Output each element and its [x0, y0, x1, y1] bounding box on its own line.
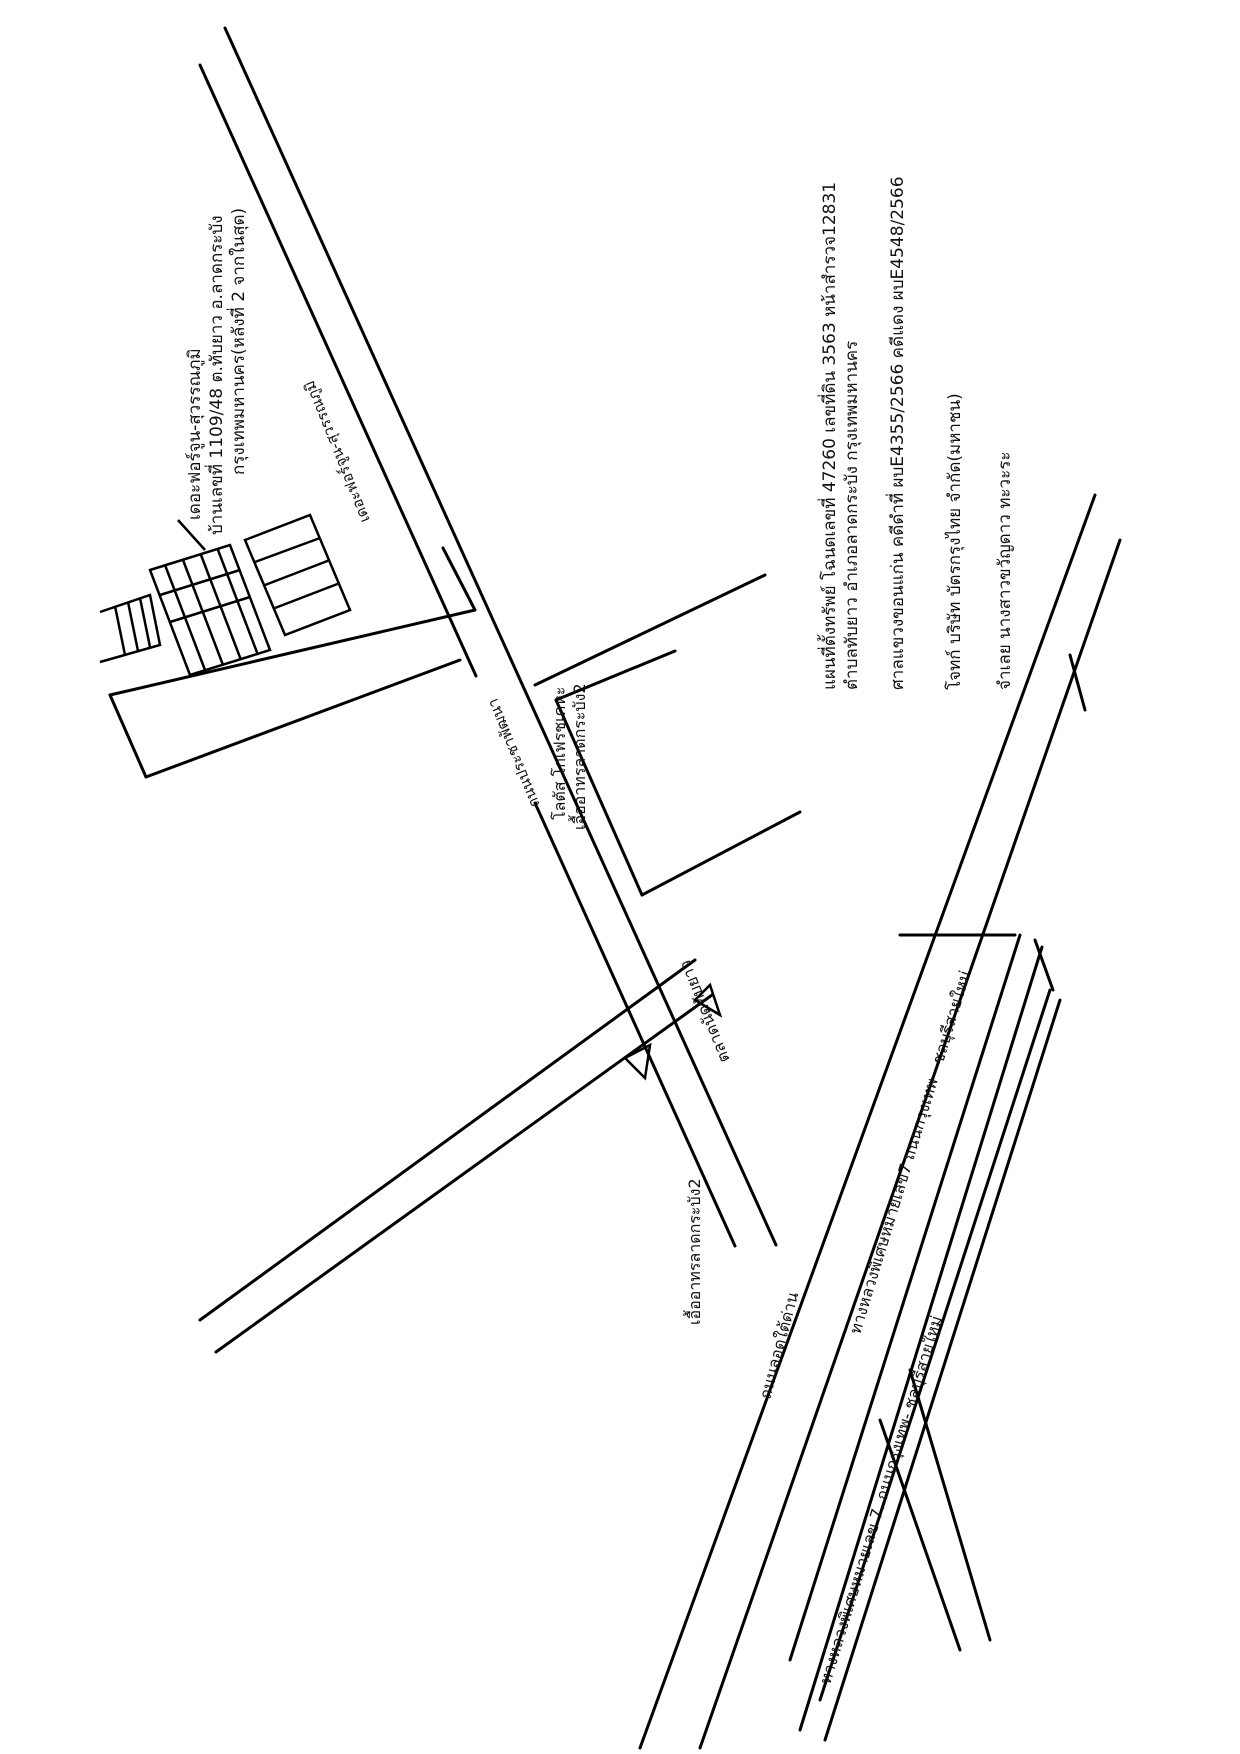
- road-underpass-label: ถนนลอดใต้ด่าน: [756, 1290, 803, 1401]
- road-to-project: [108, 546, 477, 779]
- lat-krabang-housing-2-a: เอื้ออาทรลาดกระบัง2: [568, 683, 589, 830]
- lat-krabang-housing-2-b: เอื้ออาทรลาดกระบัง2: [683, 1178, 704, 1325]
- info-line-4: โจทก์ บริษัท บัตรกรุงไทย จำกัด(มหาชน): [944, 393, 965, 690]
- lotus-label: โลตัส โกเฟรชเคหะ: [550, 687, 569, 820]
- road-prachapattana: [198, 26, 778, 1248]
- motorway: [638, 493, 1122, 1750]
- project-name-road: เดอะฟอร์จูน-สุวรรณภูมิ: [300, 378, 374, 526]
- info-line-5: จำเลย นางสาวขวัญดาว ทะวะระ: [995, 452, 1015, 691]
- property-address-2: กรุงเทพมหานคร(หลังที่ 2 จากในสุด): [226, 208, 249, 475]
- housing-marker: [622, 1042, 652, 1081]
- market-label: ตลาดนัดทับยาว: [675, 957, 733, 1065]
- info-line-1: แผนที่ตั้งทรัพย์ โฉนดเลขที่ 47260 เลขที่…: [817, 182, 840, 690]
- property-address-1: บ้านเลขที่ 1109/48 ต.ทับยาว อ.ลาดกระบัง: [204, 215, 227, 535]
- info-line-3: ศาลแขวงขอนแก่น คดีดำที่ ผบE4355/2566 คดี…: [885, 176, 908, 690]
- project-name-top: เดอะฟอร์จูน-สุวรรณภูมิ: [185, 348, 205, 520]
- info-block: แผนที่ตั้งทรัพย์ โฉนดเลขที่ 47260 เลขที่…: [817, 176, 1015, 690]
- info-line-2: ตำบลทับยาว อำเภอลาดกระบัง กรุงเทพมหานคร: [842, 341, 862, 690]
- housing-plots: [99, 513, 352, 677]
- road-lotus-branch: [533, 573, 802, 897]
- road-lower-left: [198, 958, 714, 1354]
- market-marker: [692, 982, 723, 1018]
